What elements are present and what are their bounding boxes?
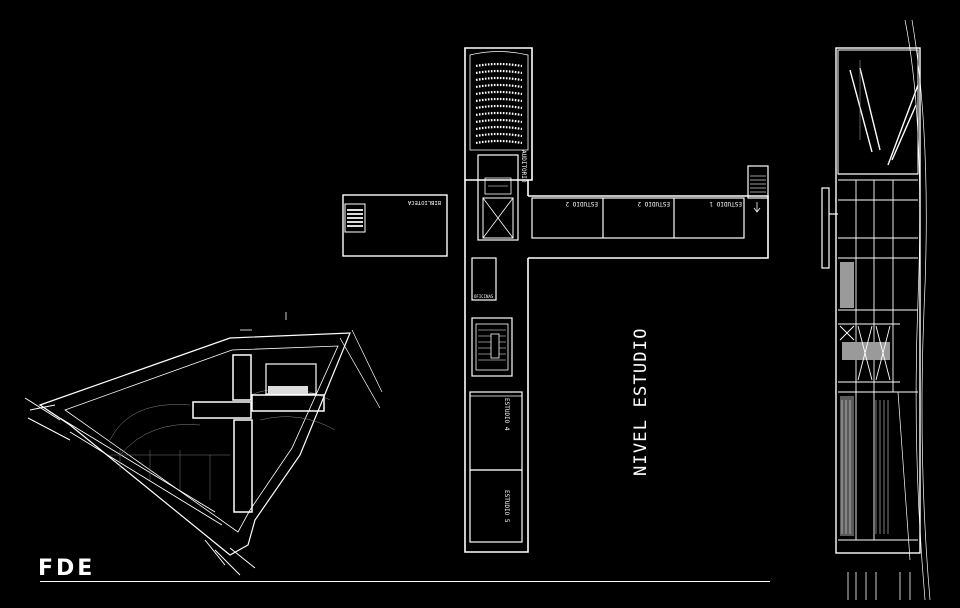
brand-logo: FDE xyxy=(38,556,96,581)
section-side-bar xyxy=(821,187,830,269)
estudio-4-label: ESTUDIO 4 xyxy=(503,398,510,431)
spine-outer xyxy=(464,180,529,553)
road-south xyxy=(204,539,256,576)
auditorium-seating xyxy=(475,62,523,145)
site-grid xyxy=(110,450,230,500)
site-building-fill xyxy=(268,386,308,394)
footer-rule xyxy=(40,581,770,582)
section-hatch-lower xyxy=(840,396,854,536)
biblioteca-room xyxy=(342,194,448,257)
east-stair xyxy=(747,165,769,199)
section-frame xyxy=(835,47,921,554)
estudio-5-label: ESTUDIO 5 xyxy=(503,490,510,523)
estudio-2b-label: ESTUDIO 2 xyxy=(637,200,670,207)
biblioteca-label: BIBLIOTECA xyxy=(407,199,441,205)
site-building-east xyxy=(251,394,325,412)
oficinas-label: OFICINAS xyxy=(474,294,494,299)
library-stair xyxy=(344,203,366,233)
road-diagonal xyxy=(59,417,223,526)
oficinas-room xyxy=(471,257,497,301)
auditorio-label: AUDITORIO xyxy=(520,150,527,183)
east-wing-rooms xyxy=(531,197,745,239)
site-building-west xyxy=(192,401,252,419)
garden-curves xyxy=(109,388,336,456)
road-west xyxy=(24,397,71,441)
studio-4-room xyxy=(469,391,523,471)
studio-5-room xyxy=(469,469,523,543)
level-label: NIVEL ESTUDIO xyxy=(631,327,651,476)
section-hatch-mid xyxy=(842,342,890,360)
estudio-1-label: ESTUDIO 1 xyxy=(709,200,742,207)
building-section xyxy=(821,19,931,601)
auditorium-outline xyxy=(464,47,533,181)
site-boundary xyxy=(38,332,351,556)
estudio-2a-label: ESTUDIO 2 xyxy=(565,200,598,207)
site-inner-boundary xyxy=(64,345,339,533)
terrain-lines xyxy=(897,19,931,601)
mid-stair xyxy=(471,317,513,377)
site-building-south xyxy=(233,419,253,513)
stair-core-inner xyxy=(482,197,514,239)
site-building-north xyxy=(232,354,252,401)
site-plan xyxy=(24,312,383,576)
road-east xyxy=(339,329,383,409)
stair-core xyxy=(477,154,519,241)
east-wing-outline xyxy=(528,195,769,259)
floor-plan: AUDITORIO ESTUDIO 2 ESTUDIO 2 ESTUDIO 1 … xyxy=(342,47,769,553)
section-hatch-upper xyxy=(840,262,854,308)
auditorium-stage xyxy=(469,51,529,151)
